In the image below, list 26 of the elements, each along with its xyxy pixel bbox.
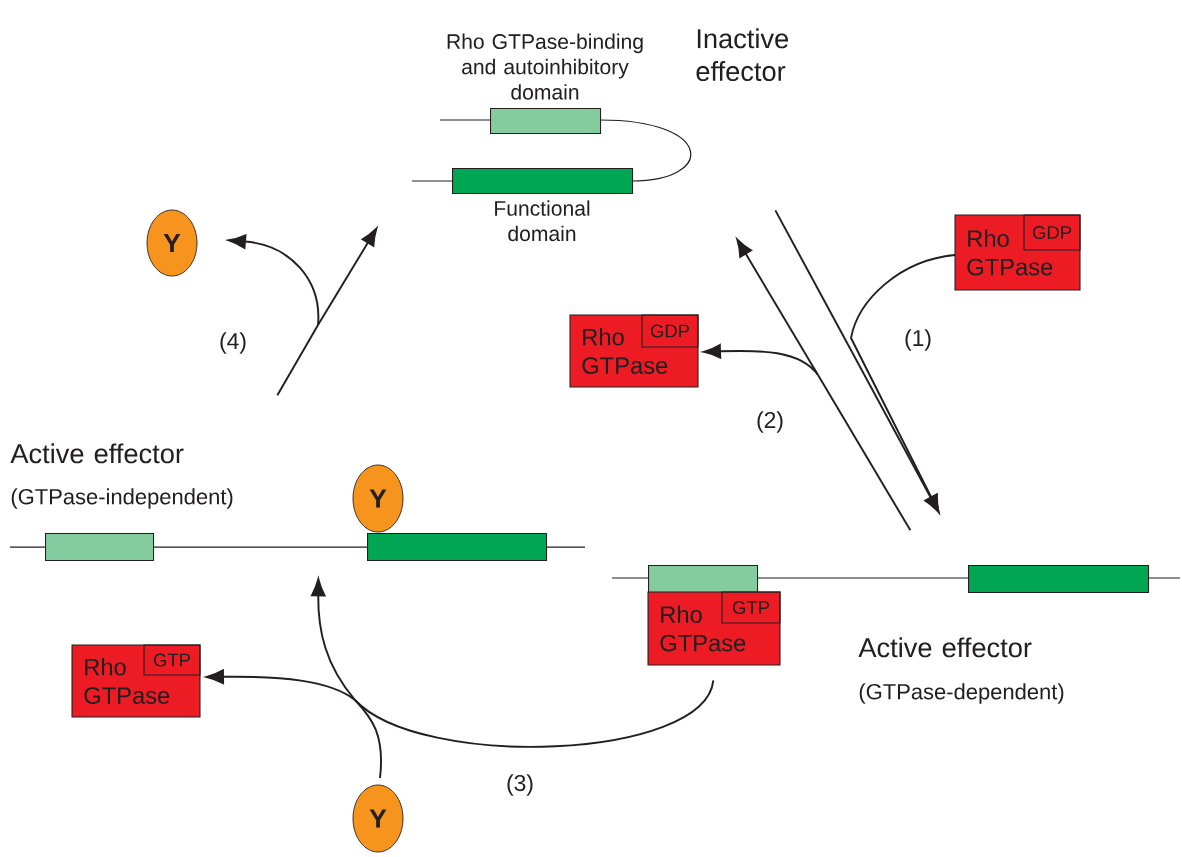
state-note: (GTPase-independent) bbox=[11, 488, 233, 509]
arrow bbox=[774, 209, 940, 513]
nucleotide-box: GDP bbox=[641, 314, 699, 348]
arrow bbox=[317, 227, 378, 326]
edge-label: (1) bbox=[902, 327, 934, 353]
arrow bbox=[310, 578, 356, 701]
nucleotide-box: GDP bbox=[1023, 214, 1081, 251]
state-title: Active effector bbox=[10, 443, 184, 464]
edge-label: (2) bbox=[754, 409, 786, 435]
nucleotide-box: GTP bbox=[721, 591, 781, 624]
state-note: (GTPase-dependent) bbox=[859, 683, 1064, 704]
nucleotide-box: GTP bbox=[143, 644, 201, 676]
arrow bbox=[205, 669, 356, 701]
state-title: Inactive effector bbox=[696, 28, 788, 82]
domain-bar bbox=[45, 533, 155, 562]
domain-bar bbox=[968, 565, 1150, 594]
domain-label: Rho GTPase-binding and autoinhibitory domain bbox=[447, 33, 643, 100]
edge-label: (4) bbox=[217, 330, 249, 356]
arrow bbox=[227, 234, 320, 326]
state-title: Active effector bbox=[858, 637, 1032, 658]
domain-label: Functional domain bbox=[495, 200, 590, 242]
arrow bbox=[736, 238, 819, 376]
arrow bbox=[702, 344, 819, 376]
edge-label: (3) bbox=[504, 772, 536, 798]
domain-bar bbox=[648, 565, 759, 594]
domain-bar bbox=[367, 533, 548, 562]
